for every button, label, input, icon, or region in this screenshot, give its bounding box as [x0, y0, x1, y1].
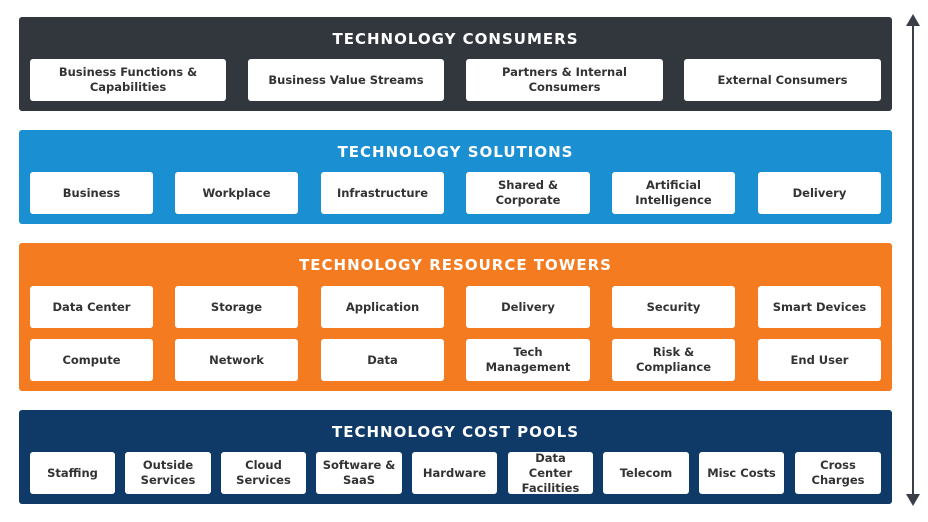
technology-solutions-band: TECHNOLOGY SOLUTIONS Business Workplace … — [19, 130, 892, 224]
consumer-box: Partners & Internal Consumers — [466, 59, 663, 101]
technology-cost-pools-band: TECHNOLOGY COST POOLS Staffing Outside S… — [19, 410, 892, 504]
tower-box: Application — [321, 286, 444, 328]
technology-resource-towers-band: TECHNOLOGY RESOURCE TOWERS Data Center S… — [19, 243, 892, 391]
cost-pool-box: Hardware — [412, 452, 497, 494]
cost-pool-box: Cloud Services — [221, 452, 306, 494]
cost-pool-box: Misc Costs — [699, 452, 784, 494]
axis-line — [912, 18, 914, 502]
consumer-box: Business Functions & Capabilities — [30, 59, 226, 101]
technology-consumers-band: TECHNOLOGY CONSUMERS Business Functions … — [19, 17, 892, 111]
solution-box: Infrastructure — [321, 172, 444, 214]
cost-pool-box: Outside Services — [125, 452, 211, 494]
tower-box: Compute — [30, 339, 153, 381]
tower-box: End User — [758, 339, 881, 381]
tower-box: Security — [612, 286, 735, 328]
cost-pool-box: Telecom — [603, 452, 689, 494]
tower-box: Network — [175, 339, 298, 381]
technology-solutions-title: TECHNOLOGY SOLUTIONS — [337, 143, 574, 161]
tower-box: Risk & Compliance — [612, 339, 735, 381]
cost-pool-box: Staffing — [30, 452, 115, 494]
arrow-down-icon — [906, 494, 920, 506]
tower-box: Data — [321, 339, 444, 381]
solution-box: Business — [30, 172, 153, 214]
solution-box: Artificial Intelligence — [612, 172, 735, 214]
cost-pool-box: Cross Charges — [795, 452, 881, 494]
arrow-up-icon — [906, 14, 920, 26]
consumer-box: Business Value Streams — [248, 59, 444, 101]
consumer-box: External Consumers — [684, 59, 881, 101]
technology-consumers-title: TECHNOLOGY CONSUMERS — [332, 30, 579, 48]
tower-box: Storage — [175, 286, 298, 328]
solution-box: Delivery — [758, 172, 881, 214]
technology-cost-pools-title: TECHNOLOGY COST POOLS — [331, 423, 580, 441]
solution-box: Workplace — [175, 172, 298, 214]
tower-box: Tech Management — [466, 339, 590, 381]
tower-box: Delivery — [466, 286, 590, 328]
solution-box: Shared & Corporate — [466, 172, 590, 214]
technology-resource-towers-title: TECHNOLOGY RESOURCE TOWERS — [299, 256, 612, 274]
tower-box: Data Center — [30, 286, 153, 328]
cost-pool-box: Data Center Facilities — [508, 451, 593, 495]
tower-box: Smart Devices — [758, 286, 881, 328]
cost-pool-box: Software & SaaS — [316, 452, 402, 494]
